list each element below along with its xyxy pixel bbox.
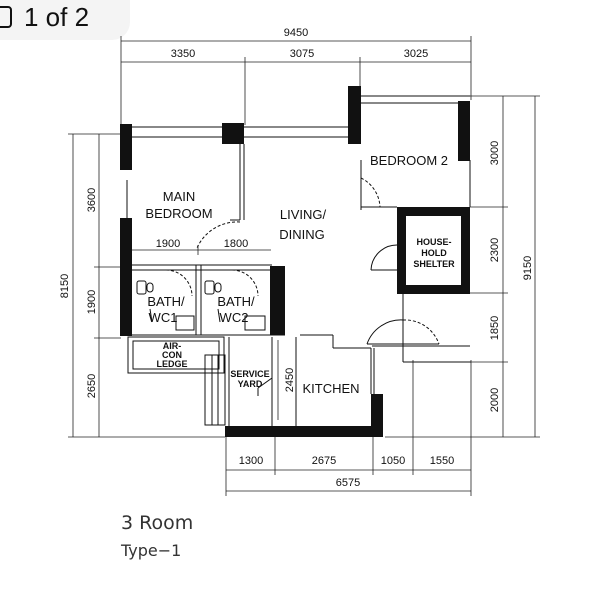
label-shelter-2: HOLD: [421, 248, 447, 258]
walls: [120, 86, 470, 437]
dim-bottom-seg-4: 1550: [430, 455, 454, 467]
dim-left-seg-3: 2650: [86, 374, 98, 398]
label-living-1: LIVING/: [280, 207, 327, 222]
label-bath1-1: BATH/: [147, 294, 185, 309]
label-kitchen: KITCHEN: [302, 381, 359, 396]
dim-right-seg-1: 3000: [489, 141, 501, 165]
pager-label: 1 of 2: [24, 2, 90, 32]
label-bath2-2: WC2: [220, 310, 249, 325]
label-service-yard-1: SERVICE: [230, 369, 269, 379]
label-shelter-3: SHELTER: [413, 259, 455, 269]
room-labels: MAIN BEDROOM BEDROOM 2 LIVING/ DINING HO…: [145, 153, 455, 396]
dim-top-seg-1: 3350: [171, 48, 195, 60]
label-aircon-2: CON: [162, 350, 182, 360]
dim-top-seg-2: 3075: [290, 48, 314, 60]
dim-left-total: 8150: [59, 274, 71, 298]
dim-bath-width: 1800: [224, 238, 248, 250]
dim-right-total: 9150: [522, 256, 534, 280]
label-main-bedroom-2: BEDROOM: [145, 206, 212, 221]
dim-bottom-total: 6575: [336, 477, 360, 489]
dim-right-seg-2: 2300: [489, 238, 501, 262]
label-bedroom2: BEDROOM 2: [370, 153, 448, 168]
unit-variant-caption: Type−1: [121, 541, 182, 560]
label-living-2: DINING: [279, 227, 325, 242]
dim-bedroom-width: 1900: [156, 238, 180, 250]
dimension-lines: [68, 36, 540, 496]
dimension-labels: 9450 3350 3075 3025 8150 3600 1900 2650 …: [59, 27, 534, 489]
label-main-bedroom-1: MAIN: [163, 189, 196, 204]
page-icon: [0, 6, 12, 28]
label-bath2-1: BATH/: [217, 294, 255, 309]
dim-top-total: 9450: [284, 27, 308, 39]
dim-service-yard-depth: 2450: [284, 368, 296, 392]
dim-right-seg-3: 1850: [489, 316, 501, 340]
pager-badge[interactable]: 1 of 2: [0, 0, 130, 40]
label-service-yard-2: YARD: [238, 379, 263, 389]
door-swings: [165, 177, 440, 396]
dim-right-seg-4: 2000: [489, 388, 501, 412]
thin-walls: [126, 95, 471, 426]
label-aircon-3: LEDGE: [156, 359, 187, 369]
dim-left-seg-1: 3600: [86, 188, 98, 212]
dim-bottom-seg-2: 2675: [312, 455, 336, 467]
bathroom-fixtures: [136, 280, 266, 331]
unit-type-caption: 3 Room: [121, 512, 194, 534]
dim-left-seg-2: 1900: [86, 290, 98, 314]
dim-bottom-seg-1: 1300: [239, 455, 263, 467]
dim-bottom-seg-3: 1050: [381, 455, 405, 467]
label-shelter-1: HOUSE-: [416, 237, 451, 247]
label-bath1-2: WC1: [149, 310, 178, 325]
label-aircon-1: AIR-: [163, 341, 182, 351]
dim-top-seg-3: 3025: [404, 48, 428, 60]
